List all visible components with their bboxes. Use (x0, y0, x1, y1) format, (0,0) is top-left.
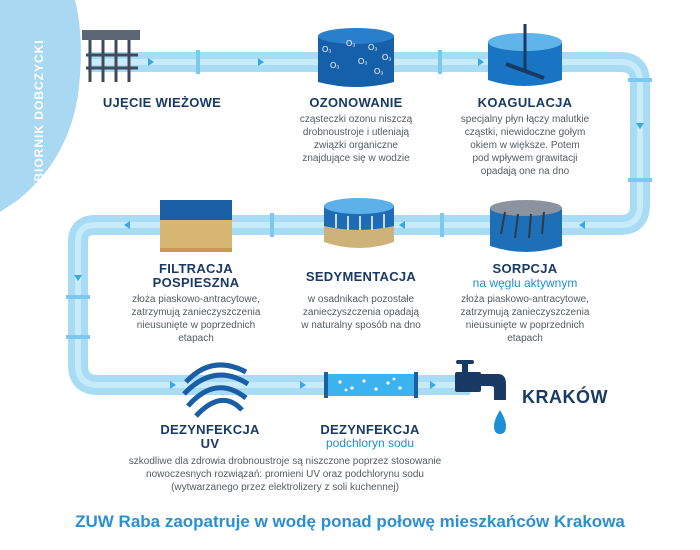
sorption-subtitle: na węglu aktywnym (472, 276, 578, 290)
intake-title: UJĘCIE WIEŻOWE (102, 95, 222, 110)
sorption-tank-icon (490, 200, 562, 252)
reservoir-label: ZBIORNIK DOBCZYCKI (32, 39, 46, 190)
filtration-title: FILTRACJA POSPIESZNA (152, 261, 240, 290)
svg-text:O₃: O₃ (346, 39, 355, 48)
svg-text:O₃: O₃ (382, 53, 391, 62)
ozonation-title: OZONOWANIE (309, 95, 403, 110)
svg-text:O₃: O₃ (358, 57, 367, 66)
chlorine-subtitle: podchloryn sodu (325, 436, 415, 450)
water-tap-icon (455, 360, 506, 434)
ozonation-desc: cząsteczki ozonu niszczą drobnoustroje i… (299, 114, 413, 164)
chlorine-title: DEZYNFEKCJA (320, 422, 420, 437)
intake-tower-icon (82, 30, 140, 82)
flow-arrows (74, 58, 644, 389)
coagulation-tank-icon (488, 24, 562, 86)
sedimentation-tank-icon (324, 198, 394, 248)
disinfection-desc: szkodliwe dla zdrowia drobnoustroje są n… (128, 456, 442, 493)
uv-lamp-icon (182, 362, 250, 418)
uv-title: DEZYNFEKCJA UV (160, 422, 260, 451)
sedimentation-desc: w osadnikach pozostałe zanieczyszczenia … (301, 294, 421, 331)
pipe-joints (66, 50, 652, 339)
filtration-desc: złoża piaskowo-antracytowe, zatrzymują z… (131, 294, 261, 344)
svg-text:O₃: O₃ (330, 61, 339, 70)
svg-text:O₃: O₃ (368, 43, 377, 52)
ozonation-tank-icon: O₃ O₃ O₃ O₃ O₃ O₃ O₃ (318, 28, 394, 87)
svg-text:O₃: O₃ (322, 45, 331, 54)
sorption-title: SORPCJA (492, 261, 558, 276)
chlorine-pipe-icon (324, 372, 418, 398)
sedimentation-title: SEDYMENTACJA (305, 269, 417, 284)
sorption-desc: złoża piaskowo-antracytowe, zatrzymują z… (460, 294, 590, 344)
coagulation-title: KOAGULACJA (477, 95, 573, 110)
svg-text:O₃: O₃ (374, 67, 383, 76)
filtration-box-icon (160, 200, 232, 252)
reservoir-shape (0, 0, 81, 212)
coagulation-desc: specjalny płyn łączy malutkie cząstki, n… (460, 114, 590, 177)
footer-headline: ZUW Raba zaopatruje w wodę ponad połowę … (75, 512, 625, 531)
destination-label: KRAKÓW (522, 387, 608, 407)
